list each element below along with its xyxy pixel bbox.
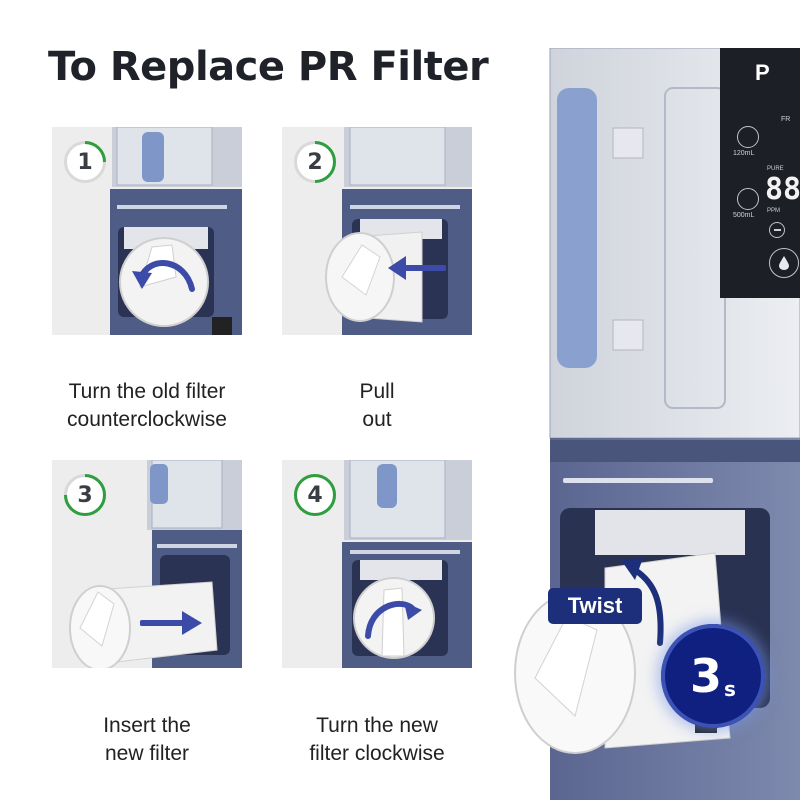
step-2-caption-line-2: out — [362, 408, 392, 431]
step-3-caption: Insert the new filter — [27, 712, 267, 768]
step-2-illustration — [325, 127, 472, 335]
step-4-caption-line-2: filter clockwise — [309, 742, 445, 765]
step-3-badge: 3 — [64, 474, 106, 516]
step-2-number: 2 — [307, 149, 323, 175]
time-badge: 3 s — [661, 624, 765, 728]
minus-icon[interactable] — [769, 222, 785, 238]
step-3-illustration — [69, 460, 242, 668]
twist-label: Twist — [548, 588, 642, 624]
large-cup-label: 500mL — [733, 212, 755, 219]
step-2-caption: Pull out — [257, 378, 497, 434]
step-1-caption: Turn the old filter counterclockwise — [27, 378, 267, 434]
hero-device: P FR 120mL PURE 88 500mL PPM Twist 3 s — [505, 48, 800, 800]
step-4-illustration — [342, 460, 472, 668]
ppm-label: PPM — [767, 208, 781, 214]
fr-label: FR — [781, 116, 791, 123]
step-3-caption-line-1: Insert the — [103, 714, 191, 737]
step-1-number: 1 — [77, 149, 93, 175]
step-1-card: 1 — [52, 127, 242, 335]
step-1-badge: 1 — [64, 141, 106, 183]
step-4-badge: 4 — [294, 474, 336, 516]
step-3-number: 3 — [77, 482, 93, 508]
step-4-caption: Turn the new filter clockwise — [257, 712, 497, 768]
tds-display: 88 — [765, 172, 800, 207]
time-value: 3 — [690, 649, 723, 703]
rotate-cw-arrow-icon — [365, 601, 422, 639]
twist-arrow-icon — [621, 558, 664, 646]
pull-arrow-icon — [388, 256, 446, 280]
step-1-caption-line-1: Turn the old filter — [68, 380, 226, 403]
step-3-card: 3 — [52, 460, 242, 668]
dispense-button[interactable] — [769, 248, 799, 278]
pure-label: PURE — [767, 166, 784, 172]
step-1-illustration — [110, 127, 242, 335]
step-2-badge: 2 — [294, 141, 336, 183]
small-cup-label: 120mL — [733, 150, 755, 157]
page-title: To Replace PR Filter — [48, 44, 489, 90]
step-1-caption-line-2: counterclockwise — [67, 408, 227, 431]
brand-logo: P — [755, 60, 770, 85]
time-unit: s — [724, 677, 736, 701]
step-2-card: 2 — [282, 127, 472, 335]
step-4-caption-line-1: Turn the new — [316, 714, 438, 737]
large-cup-button[interactable] — [737, 188, 759, 210]
insert-arrow-icon — [140, 611, 202, 635]
water-drop-icon — [779, 256, 789, 270]
small-cup-button[interactable] — [737, 126, 759, 148]
rotate-ccw-arrow-icon — [132, 260, 195, 292]
step-4-card: 4 — [282, 460, 472, 668]
step-4-number: 4 — [307, 482, 323, 508]
step-2-caption-line-1: Pull — [359, 380, 395, 403]
step-3-caption-line-2: new filter — [104, 742, 190, 765]
